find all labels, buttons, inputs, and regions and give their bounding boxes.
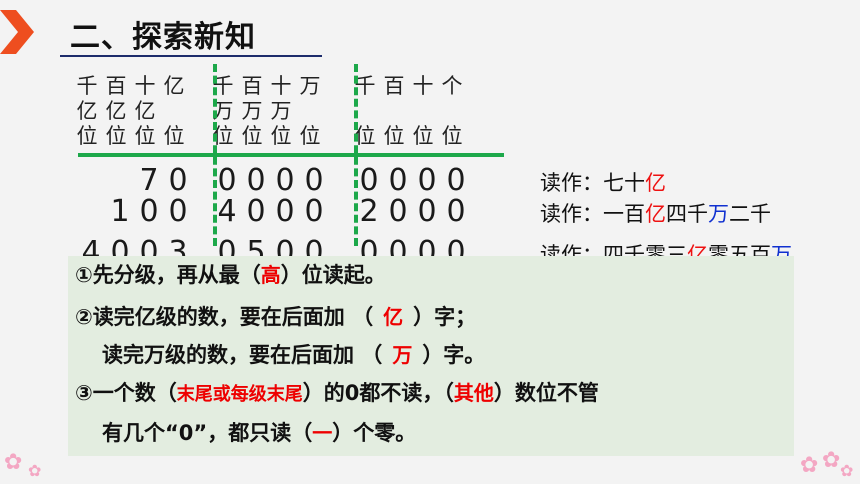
place-header-char: 十 (134, 74, 156, 98)
place-header-char: 百 (105, 74, 127, 98)
place-header-char: 位 (354, 124, 376, 148)
digit: 0 (246, 194, 266, 229)
place-header-char: 位 (299, 124, 321, 148)
place-header-char: 百 (383, 74, 405, 98)
place-header-char: 百 (241, 74, 263, 98)
rule-1: ①先分级，再从最（高）位读起。 (75, 260, 386, 290)
reading-part: 万 (708, 202, 729, 226)
digit: 0 (304, 194, 324, 229)
chevron-icon (0, 10, 34, 54)
place-header-char: 位 (412, 124, 434, 148)
digit: 0 (168, 194, 188, 229)
place-header-char: 位 (212, 124, 234, 148)
place-header-char: 十 (270, 74, 292, 98)
place-header-char: 亿 (105, 99, 127, 123)
digit: 0 (446, 163, 466, 198)
place-header-char: 万 (241, 99, 263, 123)
digit: 0 (388, 194, 408, 229)
rule-2b: 读完万级的数，要在后面加 （万）字。 (102, 340, 485, 370)
place-header-char: 位 (163, 124, 185, 148)
place-header-char: 万 (299, 74, 321, 98)
digit: 0 (388, 163, 408, 198)
place-header-char: 位 (241, 124, 263, 148)
title-underline (60, 55, 322, 57)
reading-part: 一百 (603, 202, 645, 226)
answer-moweihuo: 末尾或每级末尾 (176, 384, 303, 405)
digit: 0 (275, 194, 295, 229)
place-header-char: 亿 (134, 99, 156, 123)
place-header-char: 千 (212, 74, 234, 98)
digit: 2 (359, 194, 379, 229)
flower-icon: ✿ (800, 453, 819, 478)
reading-label: 读作： (540, 171, 603, 195)
digit: 7 (139, 163, 159, 198)
flower-icon: ✿ (822, 448, 841, 473)
digit: 0 (246, 163, 266, 198)
digit: 0 (168, 163, 188, 198)
digit: 0 (217, 163, 237, 198)
digit: 0 (139, 194, 159, 229)
place-header-char: 亿 (76, 99, 98, 123)
flower-icon: ✿ (28, 461, 42, 480)
reading-part: 七十 (603, 171, 645, 195)
reading-text: 读作：一百亿四千万二千 (540, 201, 771, 227)
rules-panel: ①先分级，再从最（高）位读起。 ②读完亿级的数，要在后面加 （亿）字； 读完万级… (68, 256, 794, 456)
page-title: 二、探索新知 (70, 20, 256, 55)
reading-text: 读作：七十亿 (540, 170, 666, 196)
reading-part: 亿 (645, 171, 666, 195)
rule-3b: 有几个“0”，都只读（一）个零。 (102, 418, 416, 448)
place-header-char: 位 (270, 124, 292, 148)
place-header-char: 千 (76, 74, 98, 98)
answer-wan: 万 (392, 343, 413, 367)
place-header-char: 位 (441, 124, 463, 148)
digit: 0 (417, 163, 437, 198)
flower-icon: ✿ (4, 450, 23, 475)
digit: 1 (110, 194, 130, 229)
answer-yi-ling: 一 (312, 421, 333, 445)
place-header-char: 位 (76, 124, 98, 148)
answer-yi: 亿 (383, 305, 404, 329)
reading-part: 二千 (729, 202, 771, 226)
place-header-char: 万 (270, 99, 292, 123)
place-header-char: 位 (134, 124, 156, 148)
reading-part: 四千 (666, 202, 708, 226)
answer-gao: 高 (260, 263, 281, 287)
digit: 0 (359, 163, 379, 198)
place-header-char: 位 (105, 124, 127, 148)
header-rule (78, 153, 504, 157)
reading-label: 读作： (540, 202, 603, 226)
flower-icon: ✿ (840, 461, 854, 480)
digit: 0 (417, 194, 437, 229)
rule-2: ②读完亿级的数，要在后面加 （亿）字； (75, 302, 476, 332)
place-header-char: 万 (212, 99, 234, 123)
place-header-char: 十 (412, 74, 434, 98)
place-header-char: 千 (354, 74, 376, 98)
place-header-char: 个 (441, 74, 463, 98)
answer-qita: 其他 (453, 381, 494, 405)
digit: 0 (275, 163, 295, 198)
digit: 4 (217, 194, 237, 229)
place-header-char: 亿 (163, 74, 185, 98)
reading-part: 亿 (645, 202, 666, 226)
place-header-char: 位 (383, 124, 405, 148)
digit: 0 (304, 163, 324, 198)
rule-3: ③一个数（末尾或每级末尾）的0都不读，（其他）数位不管 (75, 378, 599, 410)
digit: 0 (446, 194, 466, 229)
